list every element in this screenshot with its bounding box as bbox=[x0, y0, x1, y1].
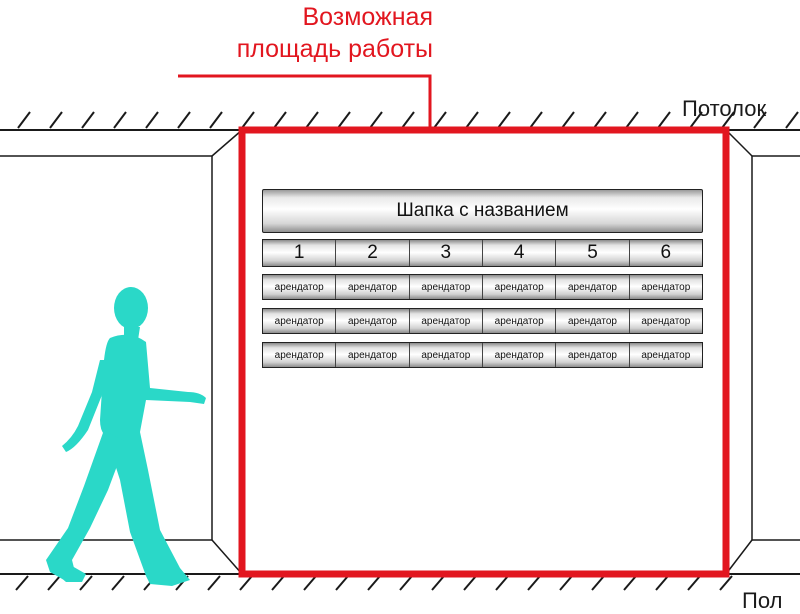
column-number-row: 1 2 3 4 5 6 bbox=[262, 239, 703, 267]
board-title: Шапка с названием bbox=[396, 200, 569, 221]
tenant-plate: арендатор bbox=[263, 275, 336, 299]
walking-person-icon bbox=[46, 287, 206, 586]
tenant-plate: арендатор bbox=[482, 275, 556, 299]
work-area-label-line2: площадь работы bbox=[236, 35, 433, 63]
tenant-plate: арендатор bbox=[482, 343, 556, 367]
column-number-6: 6 bbox=[629, 240, 702, 266]
column-number-1: 1 bbox=[263, 240, 336, 266]
ceiling-label: Потолок bbox=[682, 96, 767, 121]
tenant-plate: арендатор bbox=[629, 275, 702, 299]
board-title-plate: Шапка с названием bbox=[262, 189, 703, 233]
tenant-plate: арендатор bbox=[336, 343, 409, 367]
tenant-plate: арендатор bbox=[482, 309, 556, 333]
tenant-plate: арендатор bbox=[336, 275, 409, 299]
column-number-4: 4 bbox=[482, 240, 556, 266]
tenant-plate: арендатор bbox=[263, 343, 336, 367]
tenant-plate: арендатор bbox=[556, 343, 629, 367]
tenant-plate: арендатор bbox=[629, 343, 702, 367]
tenant-row-1: арендатор арендатор арендатор арендатор … bbox=[262, 274, 703, 300]
tenant-plate: арендатор bbox=[336, 309, 409, 333]
column-number-2: 2 bbox=[336, 240, 409, 266]
work-area-frame bbox=[238, 126, 730, 578]
column-number-5: 5 bbox=[556, 240, 629, 266]
tenant-plate: арендатор bbox=[263, 309, 336, 333]
tenant-plate: арендатор bbox=[409, 343, 482, 367]
floor-label: Пол bbox=[742, 588, 783, 613]
tenant-row-3: арендатор арендатор арендатор арендатор … bbox=[262, 342, 703, 368]
tenant-plate: арендатор bbox=[629, 309, 702, 333]
tenant-row-2: арендатор арендатор арендатор арендатор … bbox=[262, 308, 703, 334]
work-area-label-line1: Возможная bbox=[302, 3, 433, 31]
corridor-lines bbox=[0, 129, 800, 575]
tenant-plate: арендатор bbox=[556, 309, 629, 333]
column-number-3: 3 bbox=[409, 240, 482, 266]
tenant-plate: арендатор bbox=[409, 275, 482, 299]
tenant-plate: арендатор bbox=[556, 275, 629, 299]
tenant-plate: арендатор bbox=[409, 309, 482, 333]
label-leader-line bbox=[178, 74, 432, 128]
